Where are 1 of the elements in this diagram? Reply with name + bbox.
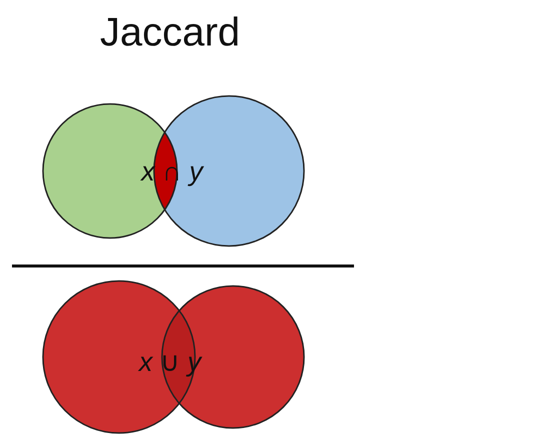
title: Jaccard xyxy=(100,10,240,56)
